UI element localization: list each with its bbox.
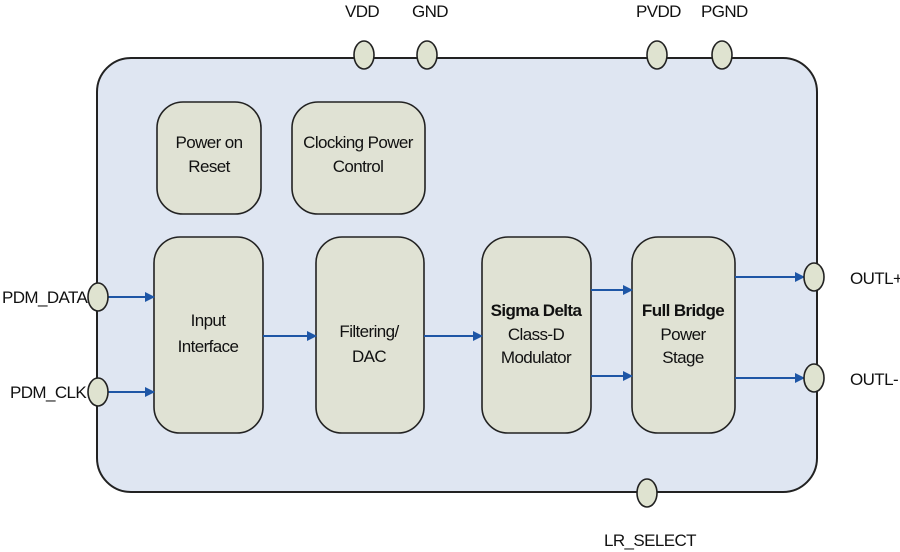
svg-text:Modulator: Modulator (501, 348, 572, 367)
pin-outl-minus (803, 363, 825, 393)
sigma-delta-line3: Modulator (501, 348, 572, 367)
label-pgnd: PGND (701, 2, 748, 21)
svg-text:Clocking Power: Clocking Power (303, 133, 414, 152)
sigma-delta-line2: Class-D (508, 325, 565, 344)
sigma-delta-line1: Sigma Delta (491, 301, 583, 320)
label-pdm-clk: PDM_CLK (10, 383, 87, 402)
svg-text:Control: Control (333, 157, 384, 176)
block-input-interface (153, 236, 264, 434)
full-bridge-line1: Full Bridge (642, 301, 724, 320)
svg-text:Stage: Stage (662, 348, 704, 367)
clocking-power-control-line1: Clocking Power (303, 133, 414, 152)
filtering-dac-line1: Filtering/ (339, 322, 399, 341)
label-outl-minus: OUTL- (850, 370, 898, 389)
svg-text:Power on: Power on (175, 133, 242, 152)
label-lr-select: LR_SELECT (604, 531, 696, 550)
block-power-on-reset (156, 101, 262, 215)
input-interface-line2: Interface (178, 337, 239, 356)
svg-text:Input: Input (191, 311, 227, 330)
svg-text:Power: Power (660, 325, 706, 344)
pin-pgnd (711, 40, 733, 70)
block-clocking-power-control (291, 101, 426, 215)
full-bridge-line2: Power (660, 325, 706, 344)
label-pdm-data: PDM_DATA (2, 288, 89, 307)
pin-pvdd (646, 40, 668, 70)
label-pvdd: PVDD (636, 2, 681, 21)
block-full-bridge-power-stage (631, 236, 736, 434)
clocking-power-control-line2: Control (333, 157, 384, 176)
full-bridge-line3: Stage (662, 348, 704, 367)
pin-lr-select (636, 478, 658, 508)
pin-vdd (353, 40, 375, 70)
svg-text:Full Bridge: Full Bridge (642, 301, 724, 320)
svg-text:DAC: DAC (352, 347, 386, 366)
label-gnd: GND (412, 2, 448, 21)
power-on-reset-line1: Power on (175, 133, 242, 152)
svg-text:Interface: Interface (178, 337, 239, 356)
power-on-reset-line2: Reset (188, 157, 230, 176)
pin-pdm-clk (87, 377, 109, 407)
svg-text:Filtering/: Filtering/ (339, 322, 399, 341)
filtering-dac-line2: DAC (352, 347, 386, 366)
label-outl-plus: OUTL+ (850, 269, 900, 288)
pin-pdm-data (87, 282, 109, 312)
svg-text:Reset: Reset (188, 157, 230, 176)
pin-gnd (416, 40, 438, 70)
svg-text:Class-D: Class-D (508, 325, 565, 344)
svg-text:Sigma Delta: Sigma Delta (491, 301, 583, 320)
label-vdd: VDD (345, 2, 379, 21)
pin-outl-plus (803, 262, 825, 292)
input-interface-line1: Input (191, 311, 227, 330)
